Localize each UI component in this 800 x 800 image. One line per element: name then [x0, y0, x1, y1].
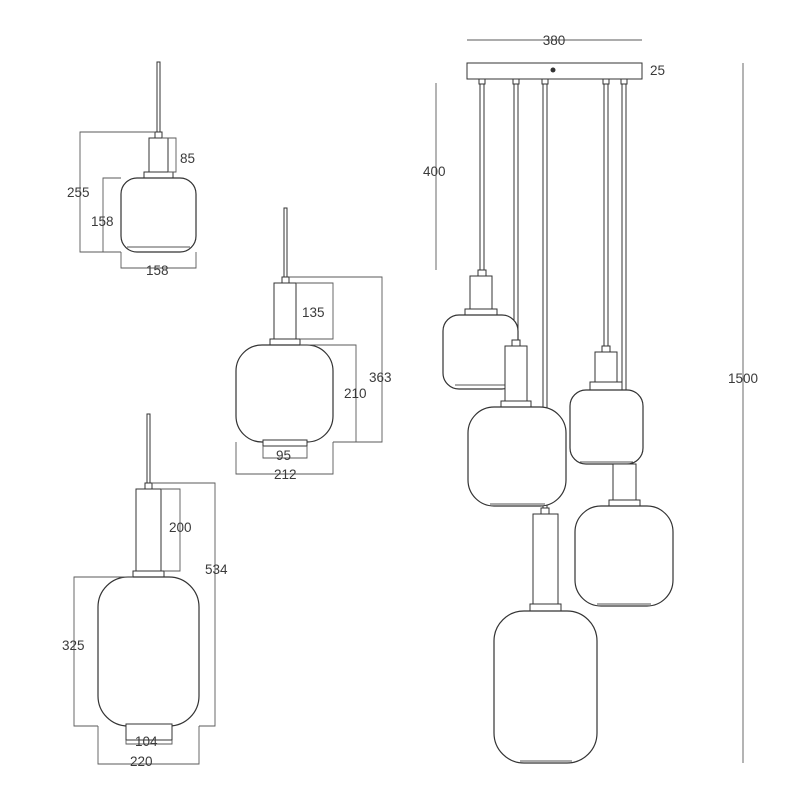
- small-cap-height-label: 85: [180, 151, 195, 166]
- large-total-height-line: [152, 482, 216, 727]
- canopy-connector-1: [478, 78, 486, 85]
- small-lamp: [120, 61, 197, 253]
- medium-cap-height-label: 135: [302, 305, 325, 320]
- medium-lamp-hook: [281, 276, 290, 284]
- pendant-3-hook: [540, 507, 550, 515]
- pendant-2-cap: [504, 345, 528, 402]
- small-glass-width-label: 158: [146, 263, 169, 278]
- large-lamp-hook: [144, 482, 153, 490]
- large-lamp-bottom: [125, 723, 173, 741]
- pendant-4-hook: [601, 345, 611, 353]
- large-bottom-width-line: [125, 740, 173, 745]
- large-bottom-width-label: 104: [135, 734, 158, 749]
- small-glass-height-label: 158: [91, 214, 114, 229]
- canopy-width-label: 380: [543, 33, 566, 48]
- cluster-pendant-4: [569, 345, 644, 465]
- small-glass-width-line: [120, 252, 197, 269]
- cable-4: [603, 83, 609, 353]
- small-lamp-dimensions: 85 255 158 158: [67, 131, 197, 278]
- pendant-5-glass: [574, 505, 674, 607]
- medium-glass-height-line: [300, 344, 357, 442]
- large-glass-width-label: 220: [130, 754, 153, 769]
- medium-lamp: [235, 207, 334, 447]
- pendant-3-glass: [493, 610, 598, 764]
- cable-2: [513, 83, 519, 341]
- canopy-connector-5: [620, 78, 628, 85]
- pendant-1-cap: [469, 275, 493, 310]
- cluster-pendant-5: [574, 463, 674, 607]
- large-glass-height-line: [73, 576, 133, 727]
- canopy-height-label: 25: [650, 63, 665, 78]
- large-total-height-label: 534: [205, 562, 228, 577]
- pendant-2-hook: [511, 339, 521, 347]
- large-lamp-cap: [135, 488, 162, 572]
- medium-lamp-dimensions: 135 210 363 95 212: [235, 276, 392, 482]
- cluster-canopy: [466, 62, 643, 85]
- large-cap-height-line: [161, 488, 181, 572]
- pendant-4-glass: [569, 389, 644, 465]
- canopy-connector-3: [541, 78, 549, 85]
- medium-glass-width-line: [235, 442, 334, 475]
- pendant-2-glass: [467, 406, 567, 507]
- pendant-3-cap: [532, 513, 559, 605]
- large-glass-width-line: [97, 726, 200, 765]
- small-glass-height-line: [102, 177, 121, 252]
- cable-length-label: 400: [423, 164, 446, 179]
- small-lamp-cap: [148, 137, 169, 173]
- cable-1: [479, 83, 485, 271]
- cluster-pendant-1: [442, 269, 519, 390]
- pendant-5-cap: [612, 463, 637, 501]
- large-glass-height-label: 325: [62, 638, 85, 653]
- overall-height-label: 1500: [728, 371, 758, 386]
- pendant-4-cap: [594, 351, 618, 383]
- small-cap-height-line: [162, 137, 177, 173]
- medium-lamp-glass: [235, 344, 334, 443]
- small-lamp-hook: [154, 131, 163, 139]
- large-lamp-dimensions: 200 534 325 104 220: [62, 482, 228, 769]
- medium-total-height-line: [289, 276, 383, 443]
- medium-total-height-label: 363: [369, 370, 392, 385]
- small-total-height-label: 255: [67, 185, 90, 200]
- pendant-1-hook: [477, 269, 487, 277]
- cluster-dimensions: 380 25 400 1500: [423, 33, 758, 763]
- pendant-4-collar: [589, 381, 623, 391]
- cluster-pendant-3: [493, 507, 598, 764]
- large-cap-height-label: 200: [169, 520, 192, 535]
- canopy-screw: [550, 67, 556, 73]
- medium-lamp-rod: [283, 207, 288, 278]
- large-lamp-glass: [97, 576, 200, 727]
- large-lamp-rod: [146, 413, 151, 484]
- canopy-connector-2: [512, 78, 520, 85]
- medium-lamp-cap: [273, 282, 297, 340]
- medium-cap-height-line: [296, 282, 334, 340]
- cluster-pendant-2: [467, 339, 567, 507]
- medium-bottom-width-line: [262, 446, 308, 459]
- large-lamp: [97, 413, 200, 741]
- small-lamp-glass: [120, 177, 197, 253]
- small-lamp-rod: [156, 61, 161, 133]
- canopy-connector-4: [602, 78, 610, 85]
- medium-lamp-bottom: [262, 439, 308, 447]
- small-total-height-line: [79, 131, 155, 253]
- medium-bottom-width-label: 95: [276, 448, 291, 463]
- medium-glass-height-label: 210: [344, 386, 367, 401]
- medium-glass-width-label: 212: [274, 467, 297, 482]
